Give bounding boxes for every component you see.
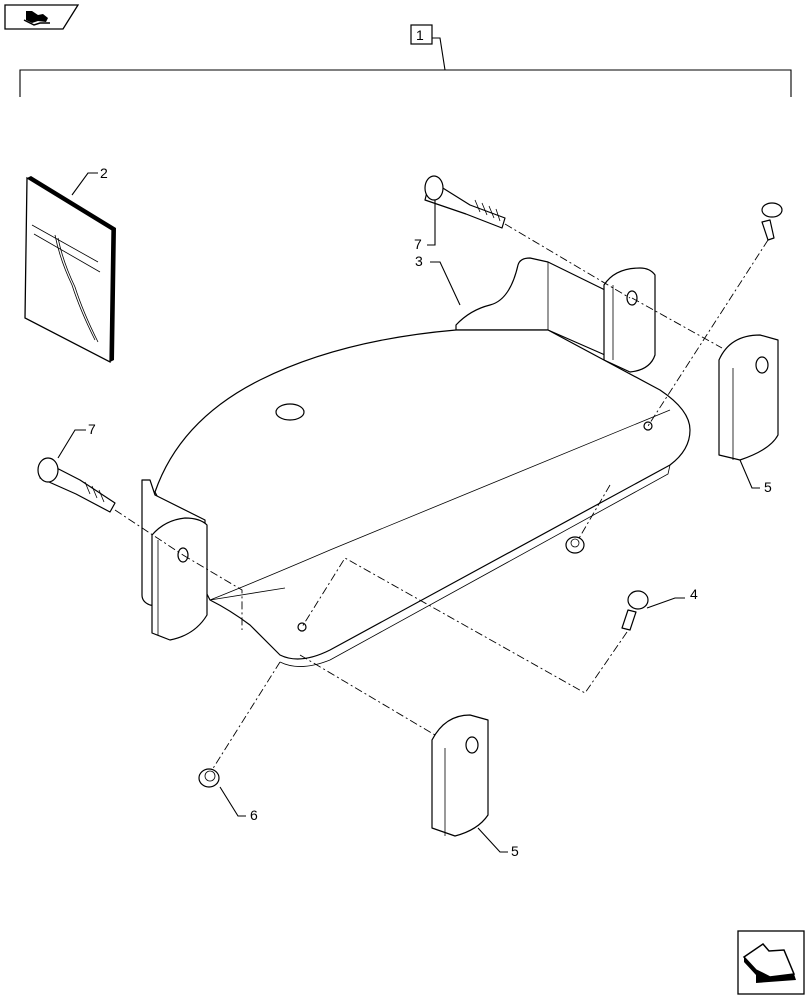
label-4: 4: [690, 586, 698, 602]
flange-nut: 6: [198, 768, 258, 823]
label-5-bottom: 5: [511, 843, 519, 859]
mounting-bracket: 3: [141, 253, 691, 667]
label-7-upper: 7: [414, 236, 422, 252]
label-6: 6: [250, 807, 258, 823]
label-5-right: 5: [764, 479, 772, 495]
flange-bolt-left: 7: [37, 421, 116, 513]
label-7-left: 7: [88, 421, 96, 437]
label-2: 2: [100, 165, 108, 181]
next-page-icon[interactable]: [737, 930, 805, 995]
assembly-callout: 1: [410, 24, 446, 71]
carriage-bolt-upper: [761, 202, 783, 241]
assembly-brace: [19, 69, 792, 97]
flange-nut-right: [565, 536, 585, 554]
previous-page-icon[interactable]: [4, 4, 80, 30]
installation-booklet: 2: [24, 165, 116, 364]
spacer-block-right: 5: [718, 334, 779, 495]
label-3: 3: [415, 253, 423, 269]
carriage-bolt: 4: [621, 586, 698, 631]
flange-bolt-upper: 7: [414, 175, 506, 252]
assembly-label: 1: [416, 27, 424, 43]
spacer-block-bottom: 5: [431, 714, 519, 859]
